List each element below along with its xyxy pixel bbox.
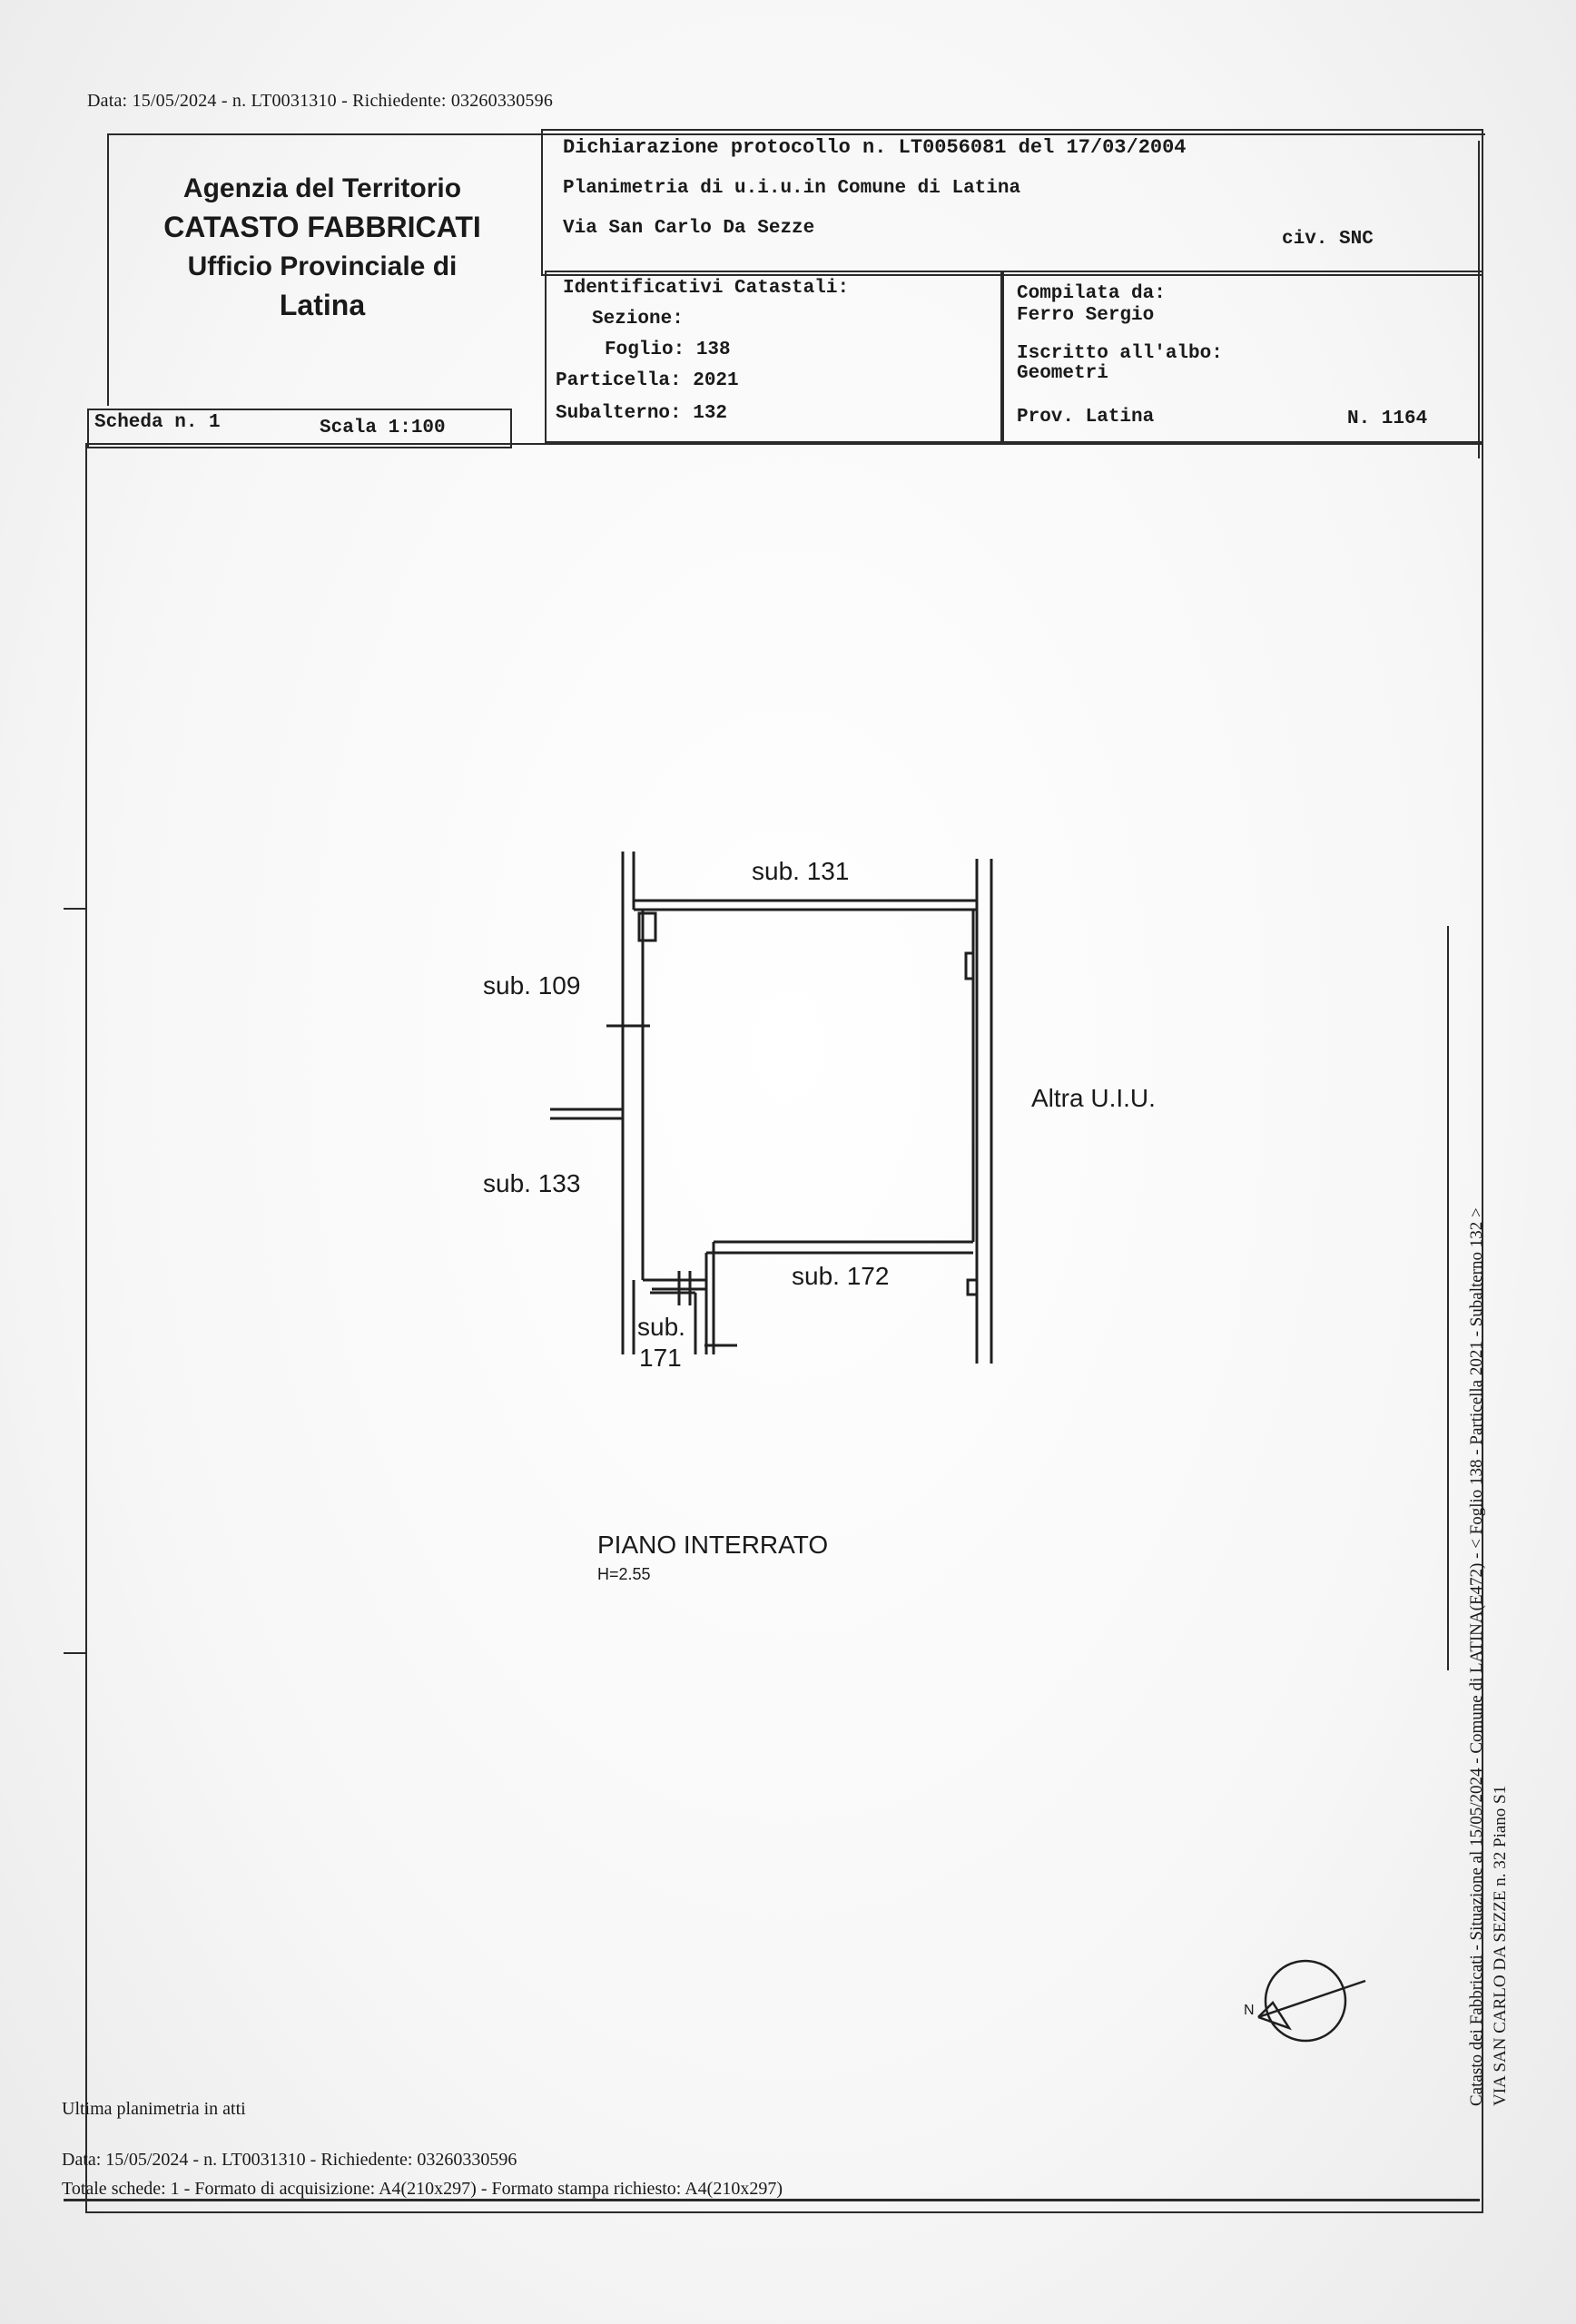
agency-block: Agenzia del Territorio CATASTO FABBRICAT… (109, 169, 536, 325)
compiler-box (1000, 271, 1483, 443)
office-label: Ufficio Provinciale di (187, 251, 458, 281)
footer-date-line: Data: 15/05/2024 - n. LT0031310 - Richie… (62, 2150, 517, 2170)
frame-bottom (64, 2199, 1480, 2201)
albo-title: Iscritto all'albo: (1017, 343, 1223, 364)
province: Prov. Latina (1017, 407, 1155, 428)
civic-number: civ. SNC (1282, 229, 1374, 250)
office-city: Latina (279, 289, 366, 321)
north-compass-icon (1257, 1959, 1366, 2043)
identifiers-title: Identificativi Catastali: (563, 278, 850, 299)
label-sub-131: sub. 131 (752, 857, 850, 885)
label-sub-133: sub. 133 (483, 1169, 581, 1197)
protocol-line: Dichiarazione protocollo n. LT0056081 de… (563, 136, 1187, 159)
agency-name: Agenzia del Territorio (182, 173, 462, 203)
cadastre-title: CATASTO FABBRICATI (163, 211, 481, 243)
sezione: Sezione: (592, 309, 684, 330)
scheda-number: Scheda n. 1 (94, 412, 221, 433)
frame-left-upper (107, 133, 109, 406)
sheet-frame (85, 443, 1483, 2213)
scheda-box (87, 409, 512, 448)
address-line: Via San Carlo Da Sezze (563, 218, 815, 239)
subalterno: Subalterno: 132 (556, 403, 728, 424)
request-line: Data: 15/05/2024 - n. LT0031310 - Richie… (87, 91, 554, 111)
footer-last-plan: Ultima planimetria in atti (62, 2099, 246, 2119)
albo-number: N. 1164 (1347, 409, 1428, 429)
foglio: Foglio: 138 (605, 340, 731, 360)
floor-height: H=2.55 (597, 1565, 651, 1583)
north-label: N (1244, 2003, 1255, 2018)
floor-title: PIANO INTERRATO (597, 1531, 829, 1559)
label-sub-171-b: 171 (639, 1344, 682, 1372)
identifiers-box (545, 271, 1004, 443)
compiler-title: Compilata da: (1017, 283, 1166, 304)
side-situation-line: Catasto dei Fabbricati - Situazione al 1… (1467, 1207, 1486, 2106)
declaration-box (541, 129, 1483, 276)
label-altra-uiu: Altra U.I.U. (1031, 1084, 1156, 1112)
label-sub-171-a: sub. (637, 1313, 685, 1341)
frame-top (107, 133, 1485, 135)
side-address-line: VIA SAN CARLO DA SEZZE n. 32 Piano S1 (1491, 1785, 1510, 2106)
profession: Geometri (1017, 363, 1108, 384)
compiler-name: Ferro Sergio (1017, 305, 1155, 326)
label-sub-172: sub. 172 (792, 1262, 890, 1290)
scale: Scala 1:100 (320, 418, 446, 438)
plan-line: Planimetria di u.i.u.in Comune di Latina (563, 178, 1021, 199)
particella: Particella: 2021 (556, 370, 739, 391)
side-tick-line (1447, 926, 1449, 1670)
margin-tick-1 (64, 908, 85, 910)
frame-right-upper (1478, 141, 1480, 458)
footer-sheets-line: Totale schede: 1 - Formato di acquisizio… (62, 2179, 783, 2199)
margin-tick-2 (64, 1652, 85, 1654)
label-sub-109: sub. 109 (483, 971, 581, 1000)
